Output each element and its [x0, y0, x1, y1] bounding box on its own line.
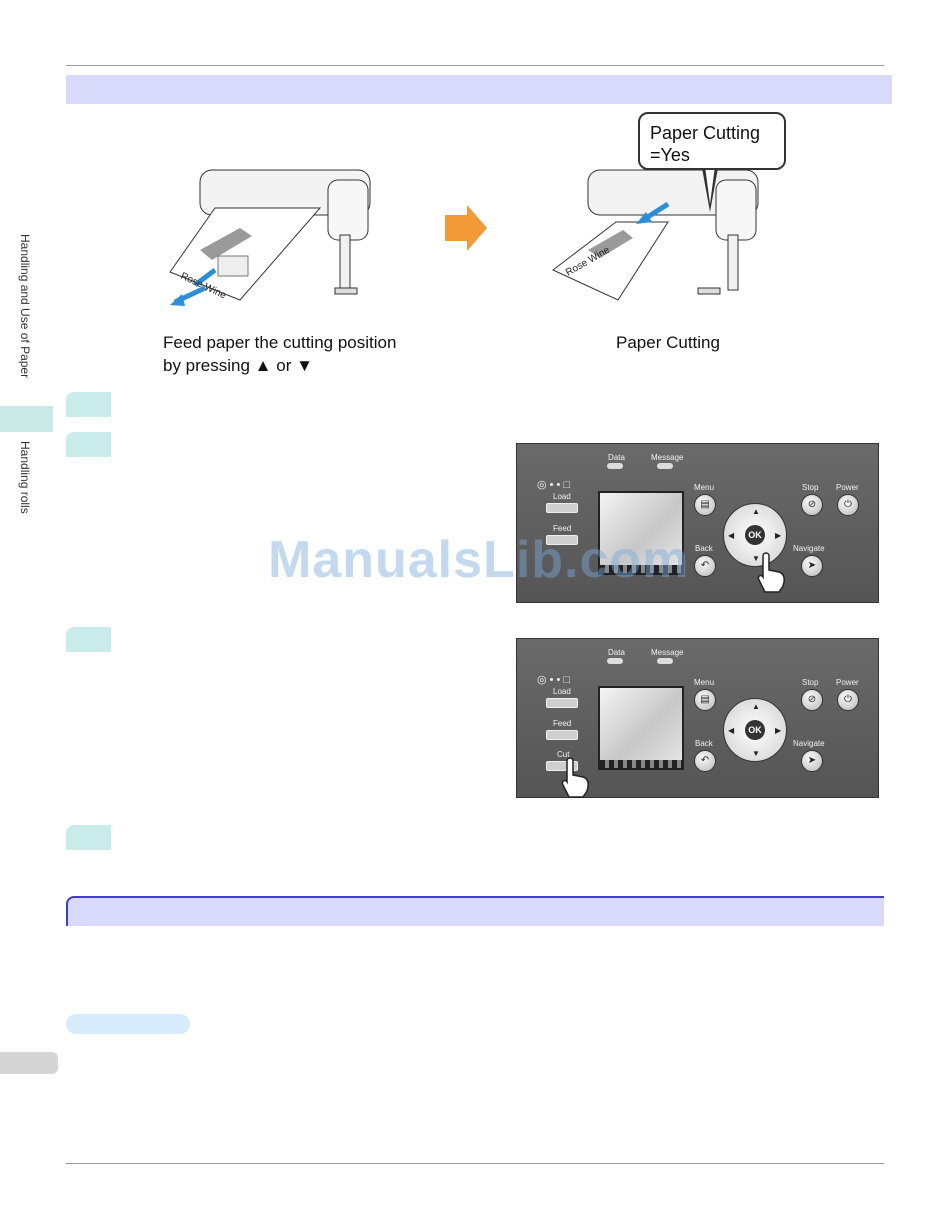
data-label: Data [608, 648, 625, 657]
menu-label: Menu [694, 678, 715, 687]
control-panel-cut: Data Message ◎ • • □ Load Feed Cut Menu … [516, 638, 879, 798]
arrow-pad[interactable]: ▲ ▼ ◀ ▶ OK [723, 698, 787, 762]
message-label: Message [651, 453, 684, 462]
message-lamp [657, 658, 673, 664]
step-marker-2 [66, 432, 111, 457]
roll-sheet-icon: ◎ • • □ [537, 674, 571, 686]
message-label: Message [651, 648, 684, 657]
power-label: Power [836, 483, 859, 492]
data-label: Data [608, 453, 625, 462]
message-lamp [657, 463, 673, 469]
feed-button[interactable] [546, 535, 578, 545]
navigate-button[interactable]: ➤ [801, 555, 823, 577]
control-panel-navigate: Data Message ◎ • • □ Load Feed Menu ▤ Ba… [516, 443, 879, 603]
header-rule [66, 65, 884, 66]
down-arrow-icon[interactable]: ▼ [752, 749, 760, 758]
sidebar-active-tab [0, 406, 53, 432]
back-button[interactable]: ↶ [694, 750, 716, 772]
sidebar-subsection-label: Handling rolls [18, 441, 32, 514]
step-marker-4 [66, 825, 111, 850]
footer-rule [66, 1163, 884, 1164]
load-button[interactable] [546, 503, 578, 513]
ok-button[interactable]: OK [745, 720, 765, 740]
callout-line-1: Paper Cutting [650, 123, 761, 143]
feed-label: Feed [553, 719, 572, 728]
caption-prefix: by pressing [163, 356, 250, 375]
power-label: Power [836, 678, 859, 687]
step-marker-3 [66, 627, 111, 652]
cutting-caption: Paper Cutting [616, 333, 720, 352]
lcd-display [598, 491, 684, 575]
stop-label: Stop [802, 678, 819, 687]
down-arrow-icon[interactable]: ▼ [752, 554, 760, 563]
menu-button[interactable]: ▤ [694, 689, 716, 711]
left-arrow-icon[interactable]: ◀ [728, 531, 735, 540]
cut-button[interactable] [546, 761, 578, 771]
note-pill [66, 1014, 190, 1034]
arrow-pad[interactable]: ▲ ▼ ◀ ▶ OK [723, 503, 787, 567]
roll-sheet-icon: ◎ • • □ [537, 479, 571, 491]
stop-label: Stop [802, 483, 819, 492]
pointing-hand-icon [561, 757, 589, 798]
ok-button[interactable]: OK [745, 525, 765, 545]
sidebar-section-label: Handling and Use of Paper [18, 234, 32, 379]
caption-or: or [276, 356, 292, 375]
power-button[interactable]: ⏻ [837, 689, 859, 711]
navigate-button[interactable]: ➤ [801, 750, 823, 772]
callout-line-2: =Yes [650, 145, 690, 165]
back-label: Back [695, 544, 713, 553]
feed-caption-line-2: by pressing ▲ or ▼ [163, 354, 396, 377]
load-button[interactable] [546, 698, 578, 708]
down-triangle-icon: ▼ [296, 356, 313, 375]
watermark-text: ManualsLib.com [268, 531, 690, 589]
up-arrow-icon[interactable]: ▲ [752, 507, 760, 516]
back-button[interactable]: ↶ [694, 555, 716, 577]
lcd-display [598, 686, 684, 770]
page-number-tab [0, 1052, 58, 1074]
printer-feed-illustration: Rose Wine [169, 169, 371, 306]
right-arrow-icon[interactable]: ▶ [775, 531, 782, 540]
load-label: Load [553, 687, 571, 696]
data-lamp [607, 658, 623, 664]
section-heading-band [66, 75, 892, 104]
up-arrow-icon[interactable]: ▲ [752, 702, 760, 711]
right-arrow-icon[interactable]: ▶ [775, 726, 782, 735]
data-lamp [607, 463, 623, 469]
load-label: Load [553, 492, 571, 501]
section-heading-band-2 [66, 896, 884, 926]
feed-button[interactable] [546, 730, 578, 740]
menu-button[interactable]: ▤ [694, 494, 716, 516]
feed-caption: Feed paper the cutting position by press… [163, 331, 396, 377]
power-button[interactable]: ⏻ [837, 494, 859, 516]
cut-label: Cut [557, 750, 570, 759]
back-label: Back [695, 739, 713, 748]
up-triangle-icon: ▲ [254, 356, 272, 375]
feed-caption-line-1: Feed paper the cutting position [163, 333, 397, 352]
step-marker-1 [66, 392, 111, 417]
feed-label: Feed [553, 524, 572, 533]
menu-label: Menu [694, 483, 715, 492]
paper-cutting-callout: Paper Cutting =Yes [638, 112, 786, 170]
left-arrow-icon[interactable]: ◀ [728, 726, 735, 735]
printer-cutting-illustration: Rose Wine [552, 169, 759, 301]
navigate-label: Navigate [793, 739, 825, 748]
stop-button[interactable]: ⊘ [801, 494, 823, 516]
pointing-hand-icon [757, 552, 785, 593]
stop-button[interactable]: ⊘ [801, 689, 823, 711]
orange-arrow-icon [445, 205, 487, 251]
navigate-label: Navigate [793, 544, 825, 553]
